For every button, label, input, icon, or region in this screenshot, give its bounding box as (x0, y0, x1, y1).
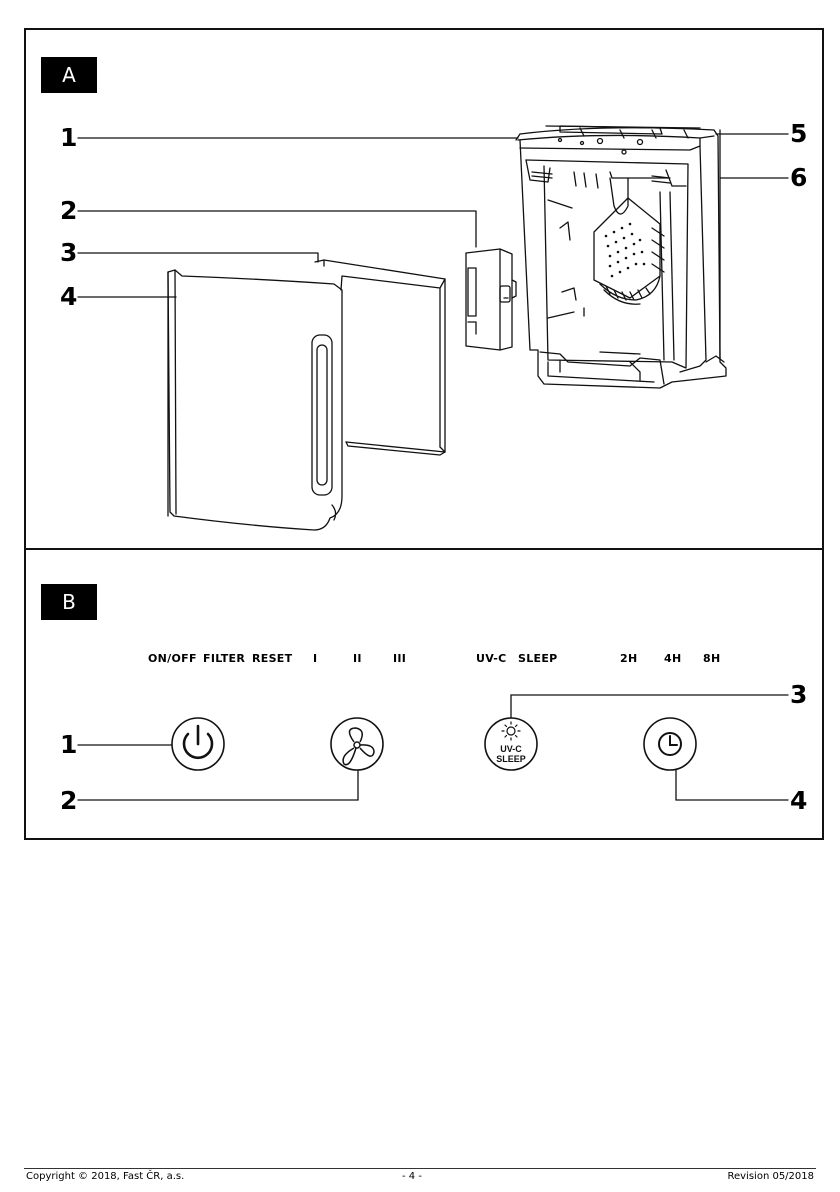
callout-a-5: 5 (790, 121, 807, 146)
front-cover (168, 270, 342, 530)
callout-b-4: 4 (790, 788, 807, 813)
label-filter: FILTER (203, 652, 245, 665)
callout-b-1: 1 (60, 732, 77, 757)
label-on-off: ON/OFF (148, 652, 197, 665)
panel-leader-3 (511, 695, 788, 718)
callout-a-3: 3 (60, 240, 77, 265)
label-sleep: SLEEP (518, 652, 558, 665)
power-button[interactable] (172, 718, 224, 770)
label-reset: RESET (252, 652, 292, 665)
callout-b-2: 2 (60, 788, 77, 813)
fan-housing-dots (605, 223, 646, 278)
callout-a-1: 1 (60, 125, 77, 150)
sleep-button-label: SLEEP (496, 754, 526, 764)
label-speed-3: III (393, 652, 406, 665)
callout-a-6: 6 (790, 165, 807, 190)
purifier-body (516, 126, 726, 388)
leader-line-3 (78, 253, 318, 262)
callout-a-2: 2 (60, 198, 77, 223)
panel-leader-2 (78, 770, 358, 800)
uvc-button-label: UV-C (500, 744, 522, 754)
leader-line-2 (78, 211, 476, 247)
label-uvc: UV-C (476, 652, 506, 665)
label-8h: 8H (703, 652, 720, 665)
uvc-sleep-button[interactable]: UV-C SLEEP (485, 718, 537, 770)
footer-rule (24, 1168, 816, 1169)
filter-block (315, 260, 445, 455)
panel-leader-4 (676, 770, 788, 800)
label-4h: 4H (664, 652, 681, 665)
label-speed-2: II (353, 652, 362, 665)
footer-revision: Revision 05/2018 (727, 1171, 814, 1182)
timer-button[interactable] (644, 718, 696, 770)
footer-copyright: Copyright © 2018, Fast ČR, a.s. (26, 1171, 184, 1182)
callout-a-4: 4 (60, 284, 77, 309)
footer-page-number: - 4 - (402, 1171, 422, 1182)
uvc-module (466, 249, 516, 350)
label-2h: 2H (620, 652, 637, 665)
callout-b-3: 3 (790, 682, 807, 707)
label-speed-1: I (313, 652, 317, 665)
fan-speed-button[interactable] (331, 718, 383, 770)
